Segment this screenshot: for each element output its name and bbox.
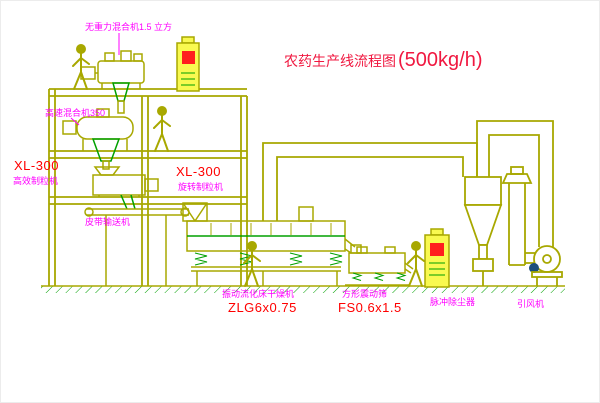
fluid-bed-dryer [182, 202, 356, 286]
induced-draft-fan [529, 245, 563, 286]
label-high-speed-mixer: 高速混合机350 [45, 108, 106, 118]
vibrating-sieve [345, 244, 414, 286]
cyclone-separator [463, 120, 554, 286]
title-text: 农药生产线流程图 [284, 53, 396, 69]
person-figure [407, 241, 425, 287]
control-cabinet [424, 228, 450, 288]
label-granulator-left-model: XL-300 [14, 158, 59, 173]
high-speed-mixer [62, 108, 134, 170]
label-granulator-left-name: 高效制粒机 [13, 176, 59, 186]
diagram-title: 农药生产线流程图(500kg/h) [284, 50, 483, 70]
exhaust-stack [501, 166, 537, 266]
label-sieve-name: 方形震动筛 [342, 289, 388, 299]
label-fan: 引风机 [517, 299, 545, 309]
label-gravity-mixer: 无重力混合机1.5 立方 [85, 22, 173, 32]
label-belt-conveyor: 皮带输送机 [85, 217, 131, 227]
granulator [92, 166, 159, 210]
label-dust-collector: 脉冲除尘器 [430, 297, 476, 307]
label-granulator-center-model: XL-300 [176, 164, 221, 179]
ground-hatch [41, 285, 565, 293]
label-sieve-model: FS0.6x1.5 [338, 300, 402, 315]
exhaust-duct [262, 142, 478, 221]
leader-lines [70, 33, 120, 126]
label-dryer-model: ZLG6x0.75 [228, 300, 297, 315]
belt-conveyor [84, 207, 190, 286]
gravity-free-mixer [80, 50, 145, 114]
fan-motor [529, 263, 539, 273]
hoist-cabinet [176, 36, 200, 92]
title-capacity: (500kg/h) [398, 49, 483, 71]
label-granulator-center-name: 旋转制粒机 [178, 182, 224, 192]
label-dryer-name: 振动流化床干燥机 [222, 289, 295, 299]
operator-figures [72, 44, 425, 287]
person-figure [153, 106, 171, 152]
